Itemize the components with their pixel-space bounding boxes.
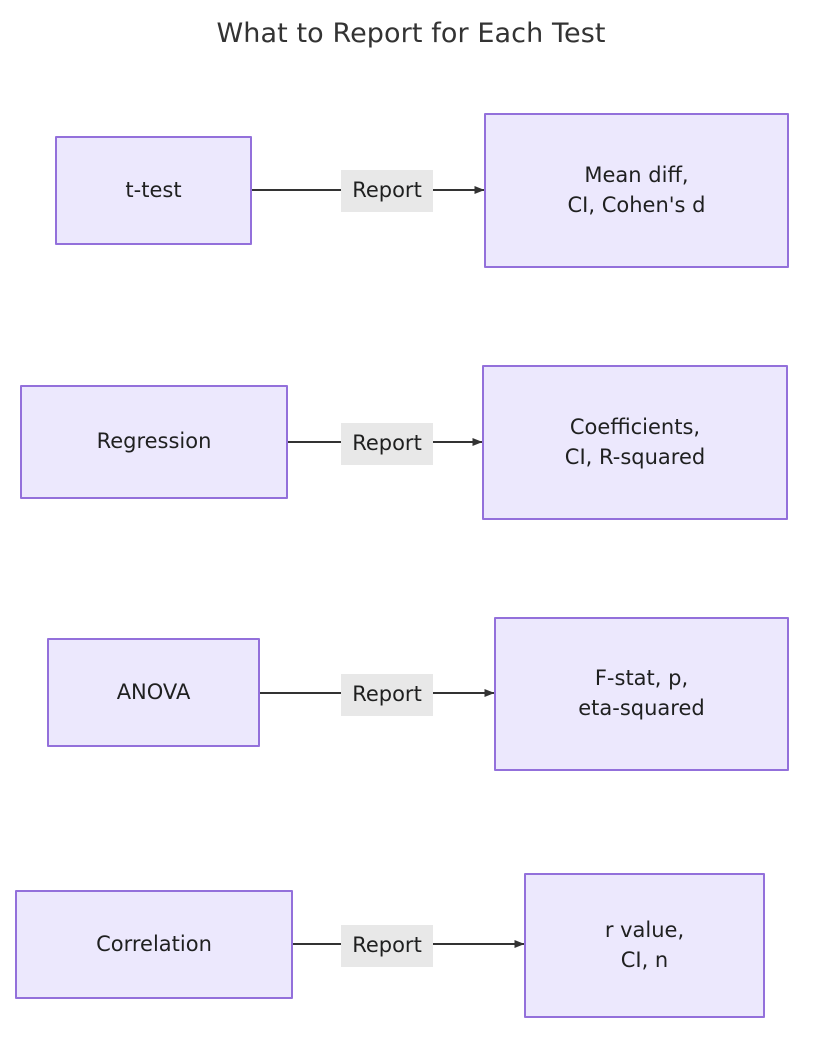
edge-label-regression: Report (341, 423, 433, 465)
node-r-value-label: r value, CI, n (604, 917, 685, 972)
node-regression[interactable]: Regression (20, 385, 288, 499)
edge-label-anova: Report (341, 674, 433, 716)
node-regression-label: Regression (96, 429, 212, 454)
node-coefficients-label: Coefficients, CI, R-squared (564, 414, 706, 469)
edge-label-t-test: Report (341, 170, 433, 212)
node-t-test[interactable]: t-test (55, 136, 252, 245)
node-anova-label: ANOVA (116, 679, 191, 704)
node-anova[interactable]: ANOVA (47, 638, 260, 747)
node-r-value[interactable]: r value, CI, n (524, 873, 765, 1018)
edge-label-correlation-text: Report (352, 933, 422, 957)
page-title: What to Report for Each Test (216, 18, 606, 49)
node-f-stat[interactable]: F-stat, p, eta-squared (494, 617, 789, 771)
edge-label-t-test-text: Report (352, 178, 422, 202)
edge-label-correlation: Report (341, 925, 433, 967)
node-correlation[interactable]: Correlation (15, 890, 293, 999)
node-f-stat-label: F-stat, p, eta-squared (578, 666, 705, 720)
edge-label-anova-text: Report (352, 682, 422, 706)
node-coefficients[interactable]: Coefficients, CI, R-squared (482, 365, 788, 520)
edge-label-regression-text: Report (352, 431, 422, 455)
node-correlation-label: Correlation (96, 931, 212, 956)
node-mean-diff-label: Mean diff, CI, Cohen's d (567, 162, 706, 217)
node-t-test-label: t-test (125, 177, 182, 202)
node-mean-diff[interactable]: Mean diff, CI, Cohen's d (484, 113, 789, 268)
